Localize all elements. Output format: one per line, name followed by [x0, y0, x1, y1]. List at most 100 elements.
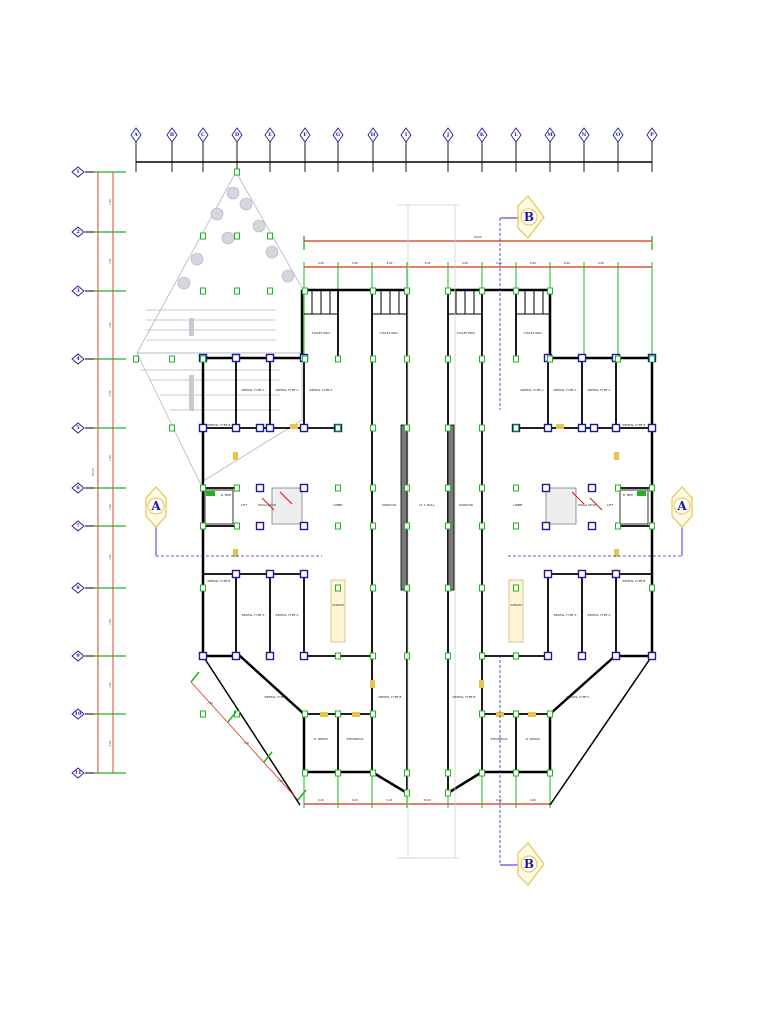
room-rental-b-5: RENTAL TYPE B	[379, 695, 402, 699]
column-marker	[299, 569, 309, 579]
row-bubble	[71, 482, 85, 494]
room-lobby-left: LOBBY	[333, 503, 343, 507]
column-label: K	[480, 132, 485, 138]
parking-stalls	[189, 318, 194, 411]
column-bubble	[264, 127, 276, 143]
top-segment-dim: 6.00	[352, 261, 358, 265]
grid-marker	[200, 484, 206, 492]
column-marker	[231, 569, 241, 579]
grid-marker	[615, 522, 621, 530]
room-rental-c-1: RENTAL TYPE C	[265, 695, 288, 699]
left-segment-dim: 7.50	[108, 504, 112, 510]
bottom-segment-dim: 6.00	[530, 798, 536, 802]
row-label: 10	[75, 711, 82, 717]
room-atrium-right: ATRIUM	[510, 603, 522, 607]
column-marker	[255, 423, 265, 433]
column-bubble	[231, 127, 243, 143]
bottom-segment-dim: 6.00	[318, 798, 324, 802]
column-marker	[541, 483, 551, 493]
grid-marker	[445, 769, 451, 777]
grid-marker	[513, 355, 519, 363]
toilet-cubicles	[304, 290, 550, 315]
room-atrium-left: ATRIUM	[332, 603, 344, 607]
grid-marker	[513, 484, 519, 492]
left-segment-dim: 7.50	[108, 740, 112, 746]
row-bubble	[71, 166, 85, 178]
section-a-right-label: A	[676, 499, 687, 513]
column-marker	[265, 569, 275, 579]
row-bubble	[71, 767, 85, 779]
row-label: 2	[76, 229, 80, 235]
grid-marker	[234, 484, 240, 492]
grid-marker	[335, 652, 341, 660]
escalators	[271, 487, 577, 643]
column-bubble	[578, 127, 590, 143]
column-label: P	[650, 132, 654, 138]
room-lift-right: LIFT	[607, 503, 613, 507]
grid-marker	[615, 484, 621, 492]
grid-marker	[335, 584, 341, 592]
axis-lines	[397, 204, 460, 859]
column-marker	[543, 569, 553, 579]
grid-marker	[234, 168, 240, 176]
parking-wedge	[136, 171, 303, 484]
column-marker	[647, 423, 657, 433]
column-bubble	[130, 127, 142, 143]
column-marker	[231, 353, 241, 363]
column-marker	[299, 423, 309, 433]
left-segment-dim: 7.50	[108, 554, 112, 560]
left-segment-dim: 7.50	[108, 682, 112, 688]
column-marker	[255, 521, 265, 531]
row-bubble	[71, 422, 85, 434]
interior-walls	[203, 290, 652, 793]
column-bubble	[332, 127, 344, 143]
column-marker	[299, 651, 309, 661]
room-rental-b-2: RENTAL TYPE B	[623, 423, 646, 427]
column-bubble	[612, 127, 624, 143]
grid-marker	[370, 769, 376, 777]
room-rental-b-1: RENTAL TYPE B	[208, 423, 231, 427]
top-segment-dim: 6.00	[387, 261, 393, 265]
column-label: B	[170, 132, 174, 138]
room-lobby-right: LOBBY	[513, 503, 523, 507]
section-a-left-label: A	[150, 499, 161, 513]
bottom-total-dim: 30.00	[423, 798, 431, 802]
grid-marker	[370, 355, 376, 363]
grid-marker	[479, 424, 485, 432]
column-marker	[611, 423, 621, 433]
grid-marker	[267, 287, 273, 295]
grid-marker	[335, 769, 341, 777]
column-marker	[587, 521, 597, 531]
column-bubble	[400, 127, 412, 143]
grid-marker	[479, 522, 485, 530]
section-cut-lines	[156, 218, 682, 865]
bottom-segment-dim: 6.00	[352, 798, 358, 802]
room-rental-a-2: RENTAL TYPE A	[276, 388, 300, 392]
column-label: M	[547, 132, 553, 138]
room-toilet-2: TOILET PRIA	[379, 331, 399, 335]
grid-marker	[370, 424, 376, 432]
row-label: 6	[76, 485, 80, 491]
row-bubble	[71, 285, 85, 297]
grid-marker	[200, 584, 206, 592]
column-label: L	[514, 132, 518, 138]
room-rental-a-3: RENTAL TYPE A	[310, 388, 334, 392]
column-label: G	[336, 132, 340, 138]
row-bubble	[71, 520, 85, 532]
room-rental-a-4: RENTAL TYPE A	[521, 388, 545, 392]
column-label: D	[235, 132, 240, 138]
column-marker	[577, 423, 587, 433]
column-marker	[647, 651, 657, 661]
grid-marker	[547, 287, 553, 295]
row-bubble	[71, 353, 85, 365]
grid-marker	[479, 584, 485, 592]
room-info-right: INFORMASI	[491, 737, 508, 741]
column-label: O	[616, 132, 621, 138]
grid-marker	[404, 355, 410, 363]
room-rental-b-6: RENTAL TYPE B	[453, 695, 476, 699]
room-lift-left: LIFT	[241, 503, 247, 507]
grid-marker	[404, 287, 410, 295]
grid-marker	[547, 710, 553, 718]
row-label: 1	[76, 169, 79, 175]
